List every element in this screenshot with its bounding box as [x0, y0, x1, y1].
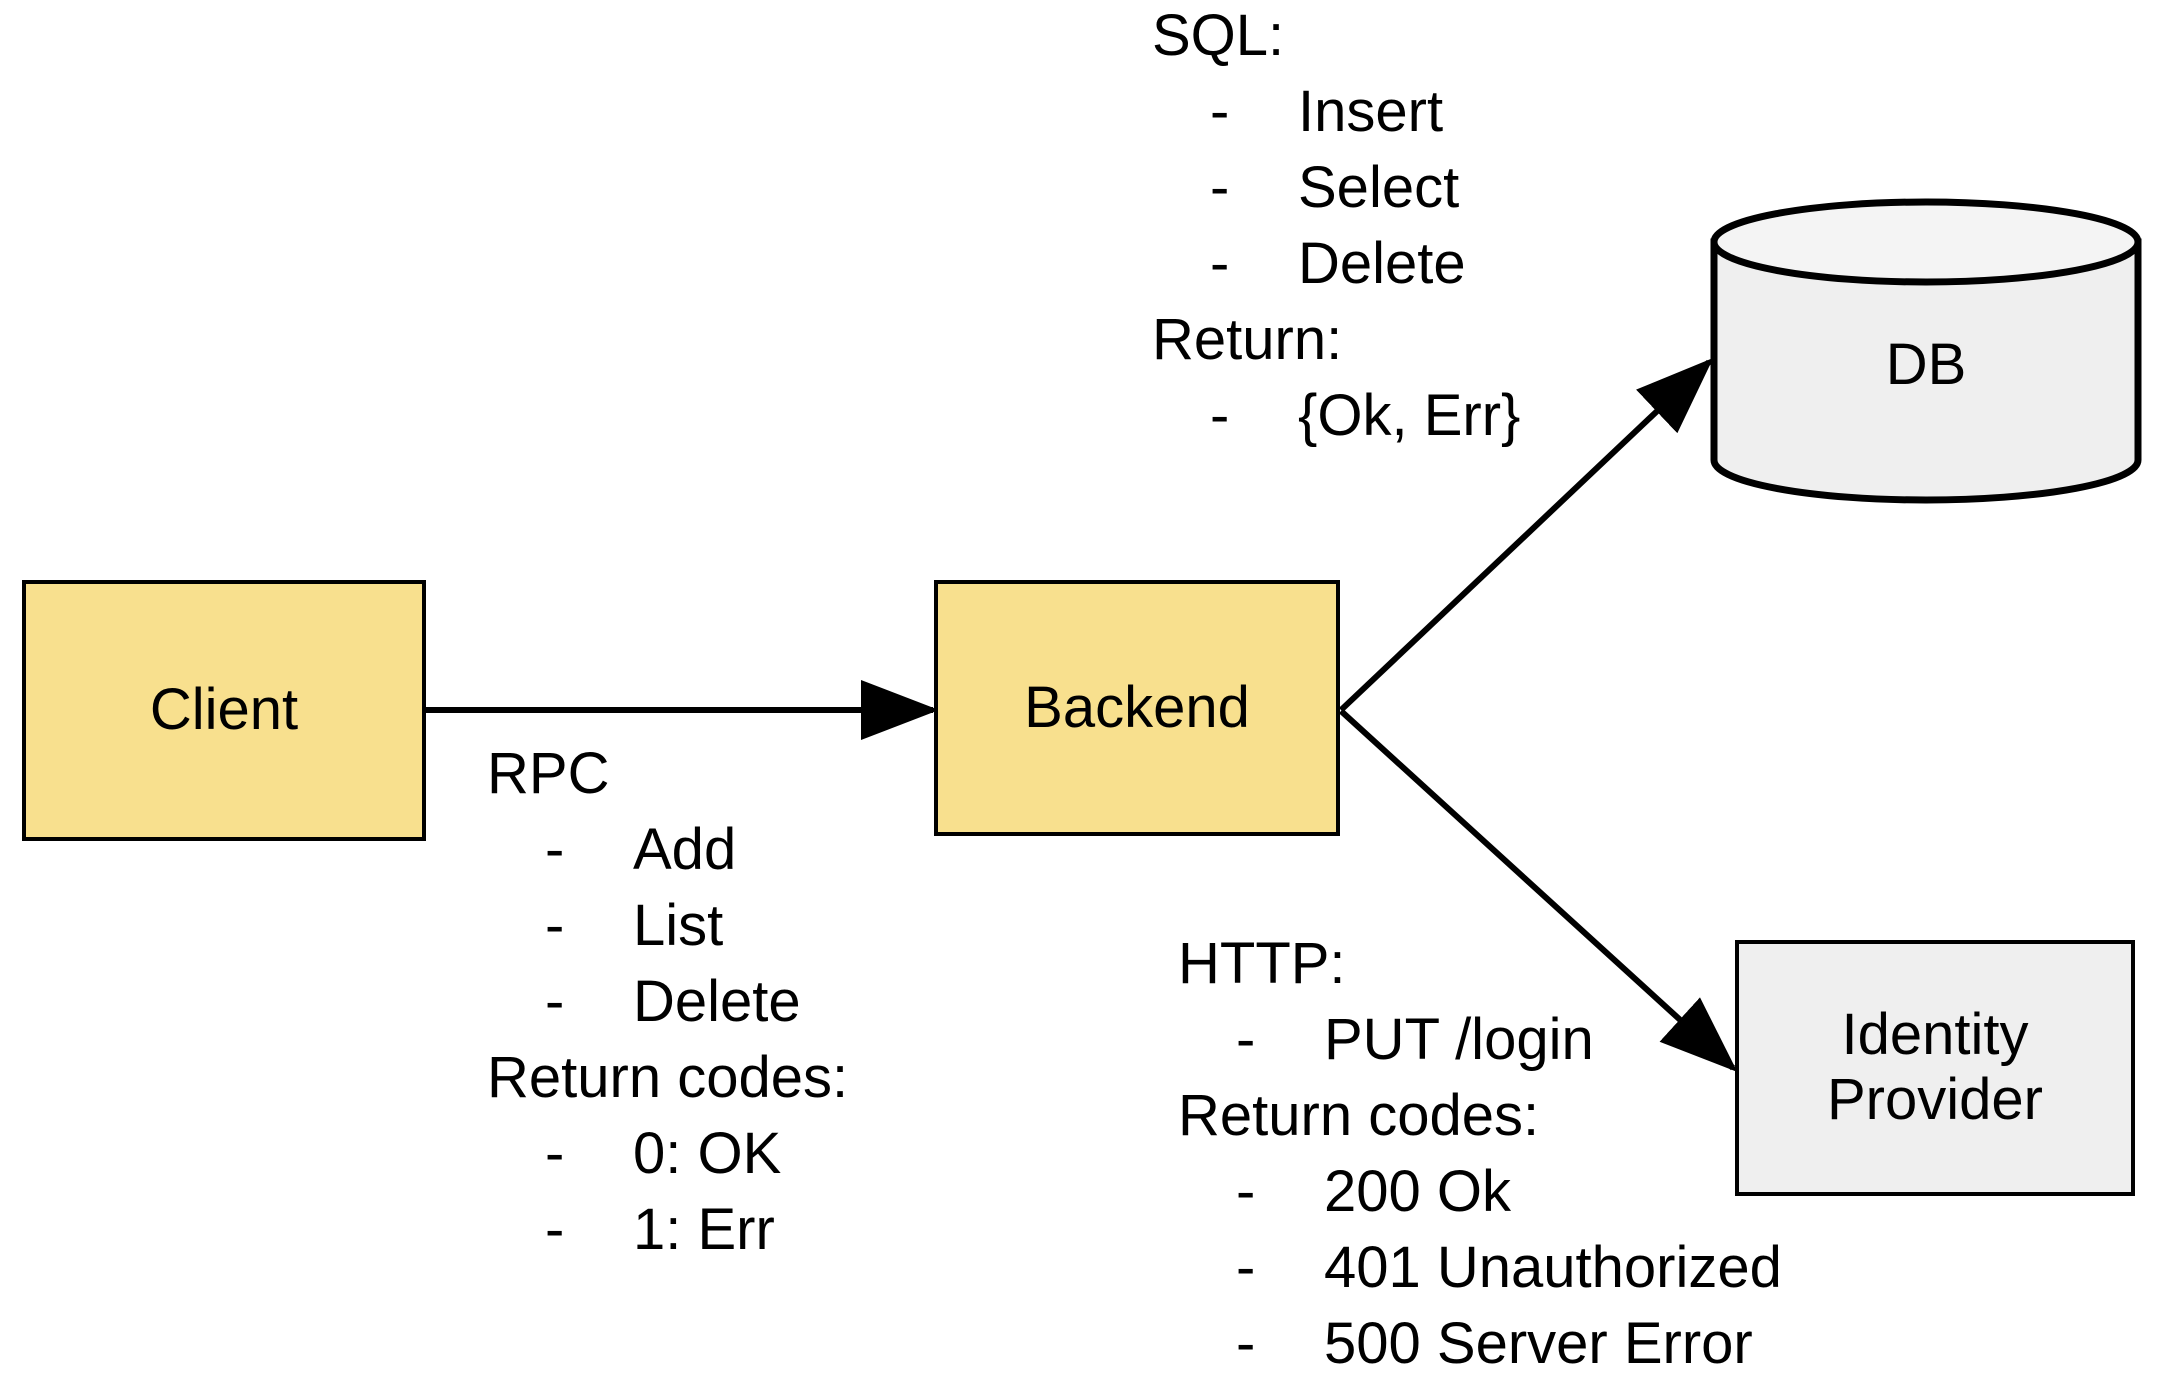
node-identity-provider[interactable]: Identity Provider	[1735, 940, 2135, 1196]
http-return-code-401: - 401 Unauthorized	[1178, 1230, 1782, 1306]
bullet-dash: -	[1210, 155, 1230, 220]
http-item-label: PUT /login	[1324, 1007, 1594, 1072]
http-item-put-login: - PUT /login	[1178, 1002, 1782, 1078]
bullet-dash: -	[1236, 1235, 1256, 1300]
bullet-dash: -	[545, 1121, 565, 1186]
http-return-code-200: - 200 Ok	[1178, 1154, 1782, 1230]
sql-return-item-label: {Ok, Err}	[1298, 383, 1521, 448]
sql-header: SQL:	[1152, 3, 1285, 68]
node-db-label: DB	[1885, 331, 1967, 397]
rpc-item-list: - List	[487, 888, 848, 964]
bullet-dash: -	[1210, 231, 1230, 296]
http-return-code-500: - 500 Server Error	[1178, 1306, 1782, 1382]
sql-item-label: Insert	[1298, 79, 1444, 144]
rpc-item-label: Delete	[633, 969, 801, 1034]
rpc-item-delete: - Delete	[487, 964, 848, 1040]
sql-item-select: - Select	[1152, 150, 1520, 226]
bullet-dash: -	[1236, 1007, 1256, 1072]
annotation-sql: SQL: - Insert - Select - Delete Return: - {O…	[1152, 0, 1520, 454]
http-return-code-label: 401 Unauthorized	[1324, 1235, 1782, 1300]
rpc-return-codes-header: Return codes:	[487, 1045, 849, 1110]
bullet-dash: -	[545, 817, 565, 882]
rpc-item-label: Add	[633, 817, 737, 882]
bullet-dash: -	[1236, 1159, 1256, 1224]
node-identity-provider-label-line1: Identity	[1841, 1002, 2029, 1068]
rpc-item-add: - Add	[487, 812, 848, 888]
http-return-codes-header: Return codes:	[1178, 1083, 1540, 1148]
rpc-return-code-label: 0: OK	[633, 1121, 782, 1186]
sql-return-item-ok-err: - {Ok, Err}	[1152, 378, 1520, 454]
node-backend-label: Backend	[1024, 674, 1250, 740]
node-db-label-wrap: DB	[1710, 198, 2142, 504]
node-client-label: Client	[149, 677, 299, 743]
bullet-dash: -	[1210, 383, 1230, 448]
rpc-return-code-0: - 0: OK	[487, 1116, 848, 1192]
bullet-dash: -	[545, 969, 565, 1034]
bullet-dash: -	[545, 893, 565, 958]
node-identity-provider-label-line2: Provider	[1827, 1067, 2043, 1132]
rpc-return-code-label: 1: Err	[633, 1197, 775, 1262]
annotation-http: HTTP: -PUT /login Return codes: -200 Ok …	[1178, 926, 1782, 1382]
http-header: HTTP:	[1178, 931, 1346, 996]
bullet-dash: -	[1210, 79, 1230, 144]
sql-item-insert: - Insert	[1152, 74, 1520, 150]
node-backend[interactable]: Backend	[934, 580, 1340, 836]
node-client[interactable]: Client	[22, 580, 426, 841]
node-identity-provider-label-wrap: Identity Provider	[1827, 1002, 2043, 1133]
bullet-dash: -	[1236, 1311, 1256, 1376]
sql-return-header: Return:	[1152, 307, 1343, 372]
sql-item-delete: - Delete	[1152, 226, 1520, 302]
node-db[interactable]: DB	[1710, 198, 2142, 504]
bullet-dash: -	[545, 1197, 565, 1262]
rpc-item-label: List	[633, 893, 724, 958]
annotation-rpc: RPC - Add - List - Delete Return codes: - 0:…	[487, 736, 848, 1268]
rpc-header: RPC	[487, 741, 610, 806]
http-return-code-label: 200 Ok	[1324, 1159, 1511, 1224]
rpc-return-code-1: - 1: Err	[487, 1192, 848, 1268]
database-cylinder-icon	[1710, 198, 2142, 504]
http-return-code-label: 500 Server Error	[1324, 1311, 1753, 1376]
sql-item-label: Select	[1298, 155, 1460, 220]
sql-item-label: Delete	[1298, 231, 1466, 296]
